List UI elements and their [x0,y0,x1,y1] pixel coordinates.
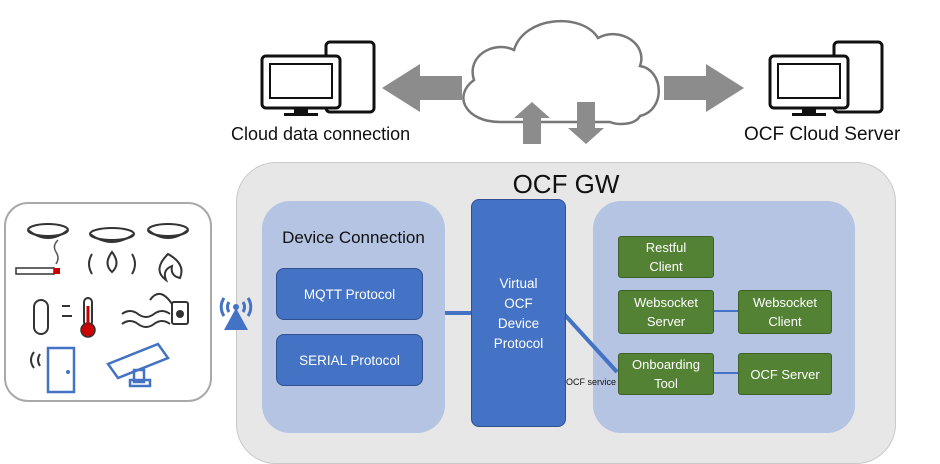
websocket-server-box[interactable]: Websocket Server [618,290,714,334]
cloud-data-connection-label: Cloud data connection [231,124,411,144]
cloud-icon [462,19,660,126]
diagram-graphics [382,19,744,144]
serial-protocol-box[interactable]: SERIAL Protocol [276,334,423,386]
fire-detector-icon [147,223,189,283]
virtual-ocf-line: Virtual [499,276,538,291]
connector-lines [445,310,738,374]
virtual-ocf-line: OCF [504,296,533,311]
restful-client-line: Restful [645,240,687,255]
left-arrow-icon [382,64,462,112]
websocket-server-line: Websocket [633,295,699,310]
antenna-icon [219,297,253,330]
ocf-server-box[interactable]: OCF Server [738,353,832,395]
water-leak-sensor-icon [88,227,136,275]
restful-client-line: Client [649,259,683,274]
ocf-cloud-server-label: OCF Cloud Server [744,124,901,145]
virtual-ocf-line: Device [497,316,540,331]
smoke-detector-icon [15,223,69,275]
gateway-title: OCF GW [512,169,620,199]
ocf-server-line: OCF Server [750,366,820,382]
down-arrow-icon [568,102,604,144]
virtual-ocf-device-protocol-box[interactable]: Virtual OCF Device Protocol [471,199,566,427]
water-sensor-icon [121,293,189,328]
ocf-service-label: OCF service [566,377,617,387]
up-arrow-icon [514,102,550,144]
mqtt-protocol-box[interactable]: MQTT Protocol [276,268,423,320]
device-connection-title: Device Connection [282,228,425,247]
websocket-client-box[interactable]: Websocket Client [738,290,832,334]
monitor-icon [260,40,376,116]
thermometer-icon [33,297,96,338]
websocket-client-line: Websocket [752,295,818,310]
security-camera-icon [106,342,170,388]
right-arrow-icon [664,64,744,112]
onboarding-tool-line: Onboarding [632,357,700,372]
iot-devices-icons [15,223,189,394]
door-sensor-icon [30,346,76,394]
restful-client-box[interactable]: Restful Client [618,236,714,278]
onboarding-tool-line: Tool [654,376,678,391]
virtual-ocf-line: Protocol [493,336,544,351]
onboarding-tool-box[interactable]: Onboarding Tool [618,353,714,395]
monitor-icon [768,40,884,116]
websocket-client-line: Client [768,314,802,329]
websocket-server-line: Server [646,314,686,329]
